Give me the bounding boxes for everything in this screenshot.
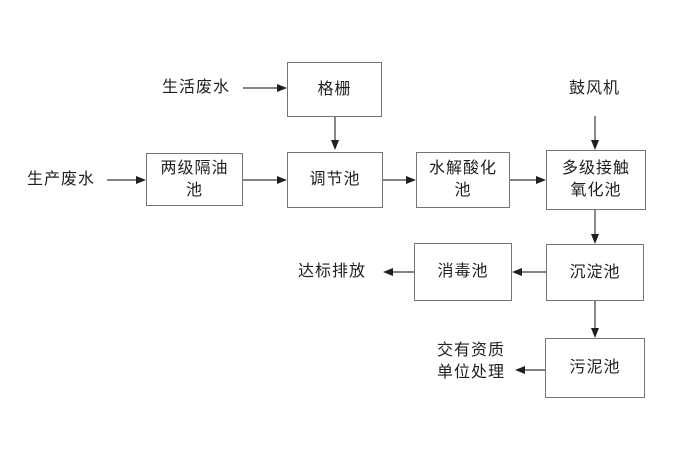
arrow-oil-to-regulating	[243, 176, 287, 184]
arrow-blower-to-oxidation	[591, 116, 599, 150]
arrow-oxidation-to-sedimentation	[591, 210, 599, 244]
arrow-sedimentation-to-sludge	[591, 301, 599, 338]
arrow-domestic-to-grid	[243, 84, 287, 92]
node-grid-label: 格栅	[317, 80, 352, 98]
label-production-wastewater: 生产废水	[27, 171, 96, 188]
node-regulating-tank-label: 调节池	[309, 171, 361, 188]
label-domestic-wastewater: 生活废水	[162, 79, 231, 96]
arrow-disinfection-to-discharge	[383, 268, 414, 276]
label-standard-discharge: 达标排放	[298, 263, 367, 280]
label-blower: 鼓风机	[569, 80, 621, 97]
node-sludge-tank: 污泥池	[545, 338, 645, 398]
node-disinfection-tank: 消毒池	[414, 243, 512, 301]
node-hydrolysis-acidification-tank-label: 水解酸化池	[428, 160, 497, 199]
arrow-grid-to-regulating	[331, 117, 339, 150]
node-hydrolysis-acidification-tank: 水解酸化池	[416, 152, 510, 208]
arrow-sludge-to-qualified-unit	[515, 366, 545, 374]
node-contact-oxidation-tank: 多级接触氧化池	[546, 150, 646, 210]
label-qualified-unit-disposal: 交有资质 单位处理	[437, 342, 506, 381]
arrow-hydrolysis-to-oxidation	[510, 176, 546, 184]
node-contact-oxidation-tank-label: 多级接触氧化池	[561, 160, 630, 199]
node-oil-separation-tank-label: 两级隔油池	[160, 159, 229, 199]
arrow-production-to-oil	[107, 176, 146, 184]
arrow-sedimentation-to-disinfection	[512, 268, 546, 276]
node-grid: 格栅	[287, 62, 382, 117]
node-sedimentation-tank-label: 沉淀池	[569, 263, 621, 281]
node-regulating-tank: 调节池	[287, 152, 383, 208]
node-sludge-tank-label: 污泥池	[569, 359, 621, 376]
node-oil-separation-tank: 两级隔油池	[146, 153, 243, 206]
node-sedimentation-tank: 沉淀池	[546, 244, 644, 301]
node-disinfection-tank-label: 消毒池	[437, 263, 489, 280]
